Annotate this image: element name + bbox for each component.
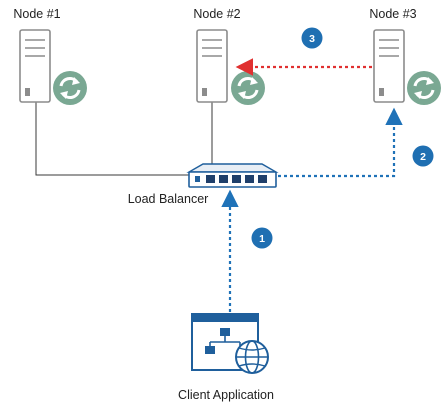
client-application-label: Client Application — [178, 388, 274, 402]
svg-text:1: 1 — [259, 233, 265, 245]
client-application-icon — [191, 313, 269, 374]
sync-icon-node-1 — [51, 69, 89, 107]
server-icon-node-2 — [196, 29, 228, 103]
step-badge-3: 3 — [301, 27, 323, 49]
svg-text:3: 3 — [309, 33, 315, 45]
route-arrow-lb-to-node3 — [272, 107, 403, 178]
load-balancer-label: Load Balancer — [127, 192, 209, 206]
sync-icon-node-2 — [229, 69, 267, 107]
step-badge-2: 2 — [412, 145, 434, 167]
svg-text:2: 2 — [420, 151, 426, 163]
node-1-label: Node #1 — [13, 7, 61, 21]
step-badge-1: 1 — [251, 227, 273, 249]
server-icon-node-1 — [19, 29, 51, 103]
link-node1-lb — [35, 100, 197, 176]
sync-icon-node-3 — [405, 69, 443, 107]
node-3-label: Node #3 — [369, 7, 417, 21]
server-icon-node-3 — [373, 29, 405, 103]
node-2-label: Node #2 — [193, 7, 241, 21]
load-balancer-icon — [186, 163, 279, 188]
